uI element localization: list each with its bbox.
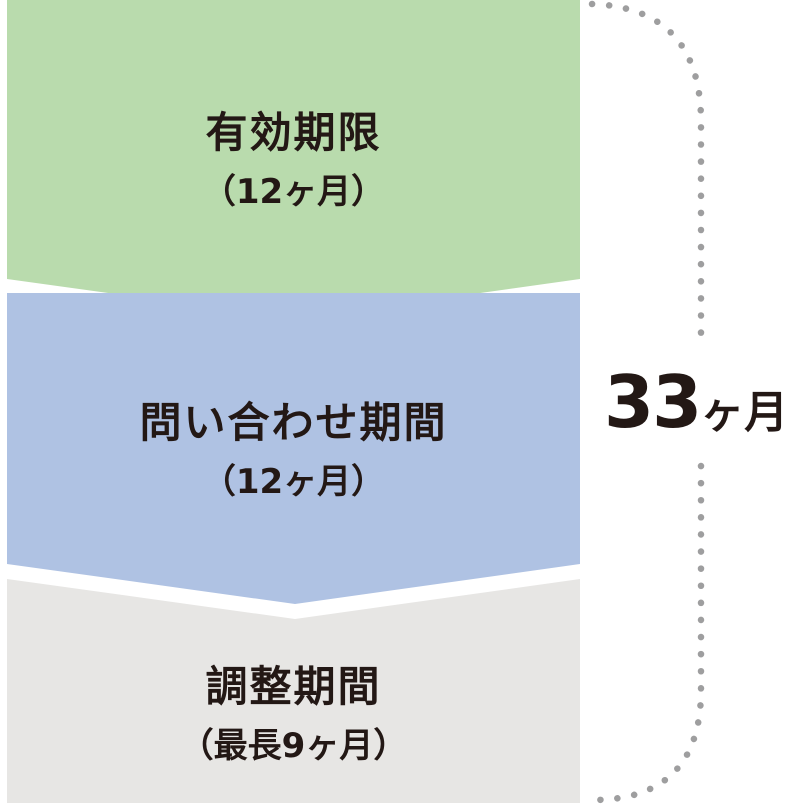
stage-3-block-fill (7, 579, 580, 803)
total-unit: ヶ月 (700, 387, 789, 438)
bracket-top-dotted-line (588, 0, 705, 349)
bracket-bottom-dotted-line (588, 462, 705, 804)
stage-1-duration: （12ヶ月） (201, 172, 386, 212)
stage-2-label: 問い合わせ期間 （12ヶ月） (7, 398, 580, 504)
total-number: 33 (604, 360, 702, 444)
stage-3-title: 調整期間 (205, 662, 382, 711)
stage-2-block (7, 293, 580, 604)
total-duration: 33ヶ月 (604, 360, 788, 444)
stage-1-title: 有効期限 (205, 108, 382, 157)
stage-3-label: 調整期間 （最長9ヶ月） (7, 662, 580, 768)
stage-2-title: 問い合わせ期間 (139, 398, 448, 447)
stage-3-duration: （最長9ヶ月） (179, 726, 408, 766)
stage-1-label: 有効期限 （12ヶ月） (7, 108, 580, 214)
stage-1-block (7, 0, 580, 319)
stage-2-duration: （12ヶ月） (201, 462, 386, 502)
